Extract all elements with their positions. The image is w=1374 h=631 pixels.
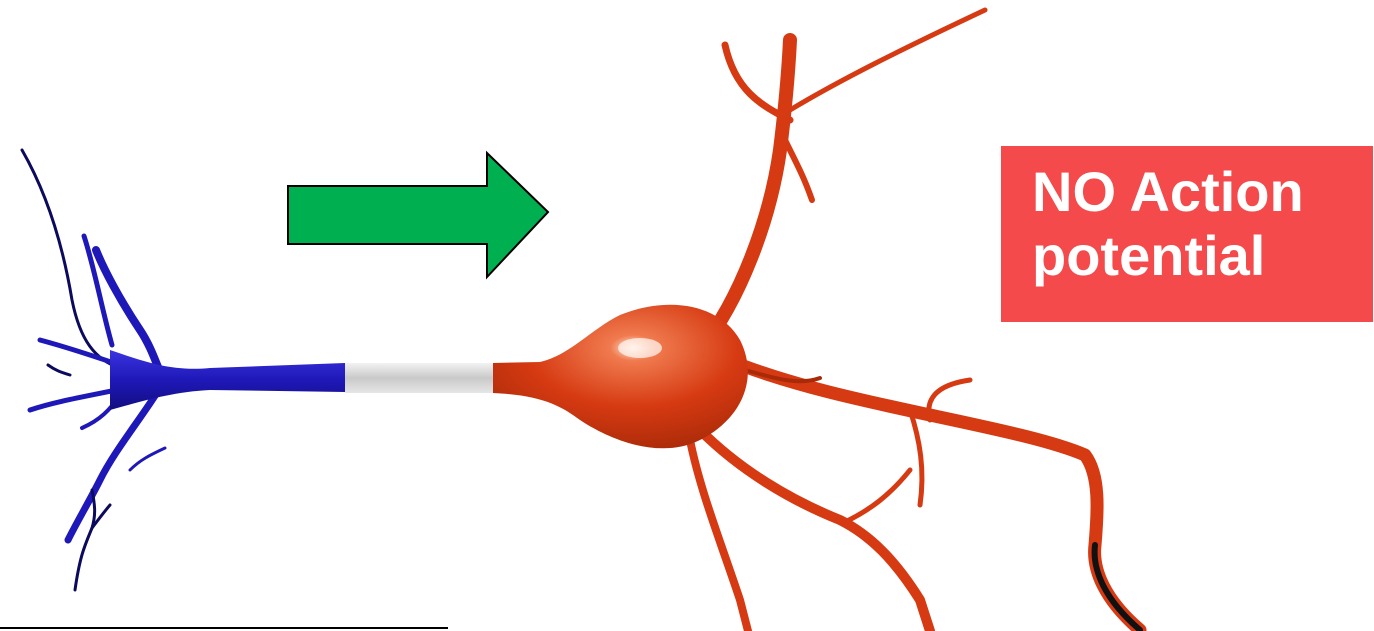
right-arrow-icon [288, 153, 548, 277]
axon-segment [345, 363, 493, 393]
divider [0, 627, 448, 629]
status-label-line-1: NO Action [1032, 160, 1373, 224]
status-label-line-2: potential [1032, 224, 1373, 288]
status-label: NO Action potential [1001, 146, 1373, 322]
